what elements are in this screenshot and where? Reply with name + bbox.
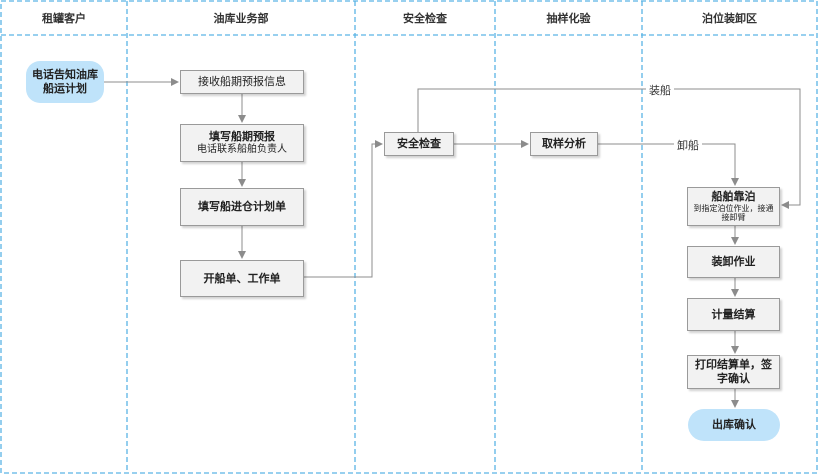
- node-exit: 出库确认: [688, 409, 780, 441]
- node-label: 船舶靠泊: [711, 190, 756, 204]
- node-open-orders: 开船单、工作单: [180, 260, 304, 297]
- edge-orders-to-safety: [304, 140, 383, 278]
- lane-header-berth: 泊位装卸区: [702, 12, 757, 25]
- edge-loading: [417, 88, 801, 209]
- node-fill-forecast: 填写船期预报 电话联系船舶负责人: [180, 124, 304, 162]
- edge-label-unloading: 卸船: [674, 137, 702, 153]
- edge-label-loading: 装船: [646, 82, 674, 98]
- node-sublabel: 到指定泊位作业，接通接卸臂: [693, 203, 774, 223]
- node-operation: 装卸作业: [687, 246, 780, 278]
- node-label: 装卸作业: [711, 255, 756, 269]
- node-label: 安全检查: [397, 137, 441, 151]
- node-label: 出库确认: [712, 418, 756, 432]
- node-label: 计量结算: [711, 307, 756, 321]
- connectors: [104, 78, 801, 408]
- node-sampling: 取样分析: [530, 132, 598, 156]
- node-label: 打印结算单，签字确认: [695, 358, 772, 385]
- node-warehouse-plan: 填写船进仓计划单: [180, 188, 304, 226]
- node-print-confirm: 打印结算单，签字确认: [687, 355, 780, 389]
- node-receive-info: 接收船期预报信息: [180, 70, 304, 94]
- node-label: 接收船期预报信息: [198, 75, 286, 89]
- lane-header-tenant: 租罐客户: [42, 12, 86, 25]
- node-sublabel: 电话联系船舶负责人: [197, 143, 287, 155]
- lane-header-sampling: 抽样化验: [546, 12, 591, 25]
- edge-unloading: [598, 143, 739, 186]
- lane-header-safety: 安全检查: [403, 12, 447, 25]
- node-label: 电话告知油库船运计划: [32, 68, 98, 95]
- node-customer-call: 电话告知油库船运计划: [26, 61, 104, 103]
- lane-header-business: 油库业务部: [213, 12, 269, 25]
- node-settlement: 计量结算: [687, 298, 780, 331]
- node-label: 填写船期预报: [209, 129, 275, 143]
- node-label: 开船单、工作单: [203, 271, 281, 285]
- node-label: 填写船进仓计划单: [198, 200, 286, 214]
- node-berthing: 船舶靠泊 到指定泊位作业，接通接卸臂: [687, 187, 780, 226]
- node-label: 取样分析: [542, 137, 586, 151]
- node-safety-check: 安全检查: [384, 132, 454, 156]
